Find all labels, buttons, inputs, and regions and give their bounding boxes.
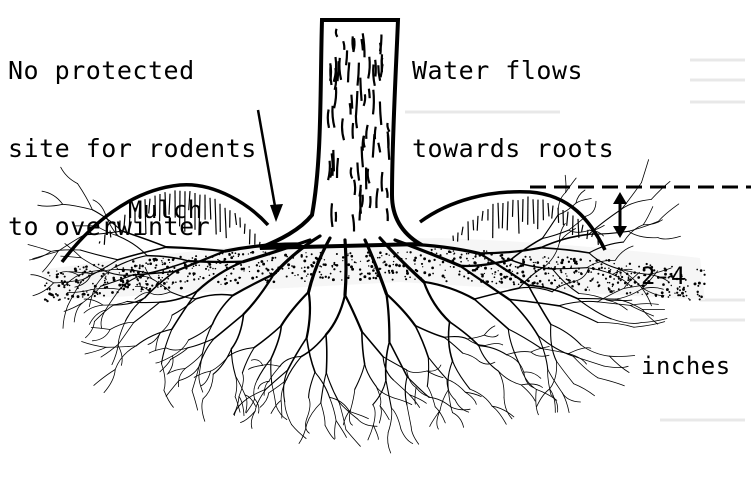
tree-trunk bbox=[260, 20, 420, 248]
depth-label: 2-4 inches bbox=[641, 201, 731, 441]
depth-label-unit: inches bbox=[641, 351, 731, 381]
rodent-pointer-arrow bbox=[258, 110, 283, 222]
water-label-line-1: Water flows bbox=[412, 58, 614, 84]
water-label-line-2: towards roots bbox=[412, 136, 614, 162]
depth-label-value: 2-4 bbox=[641, 261, 731, 291]
rodent-label-line-2: site for rodents bbox=[8, 136, 257, 162]
rodent-label-line-1: No protected bbox=[8, 58, 257, 84]
rodent-site-label: No protected site for rodents to overwin… bbox=[8, 6, 257, 292]
water-flow-label: Water flows towards roots bbox=[412, 6, 614, 214]
mulch-label: Mulch bbox=[128, 197, 203, 223]
